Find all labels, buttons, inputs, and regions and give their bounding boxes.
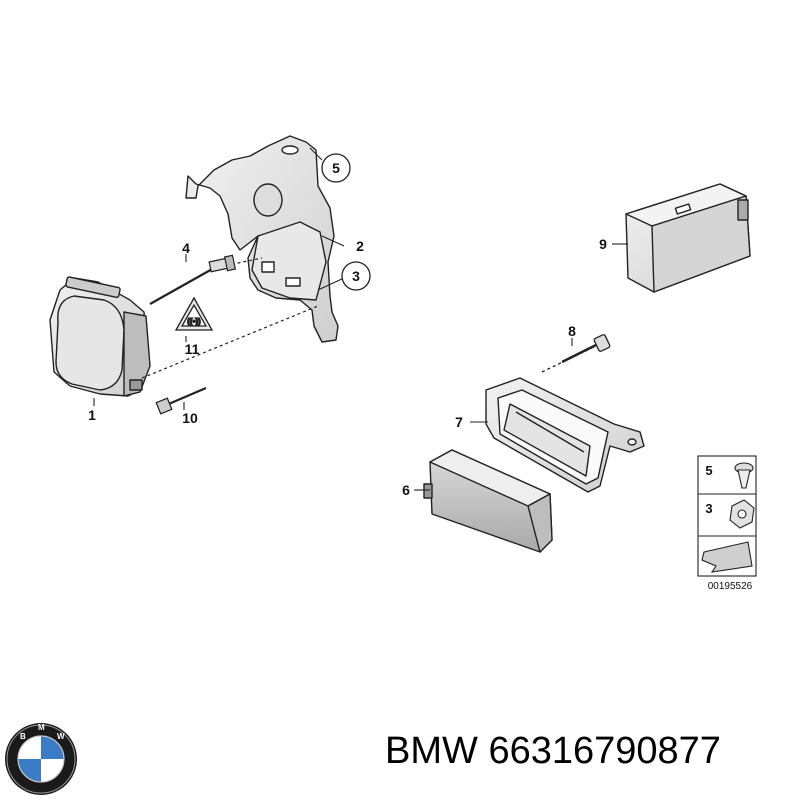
- diagram-number: 00195526: [708, 581, 753, 592]
- svg-text:((•)): ((•)): [187, 317, 201, 326]
- callout-4: 4: [182, 240, 190, 256]
- nut-clip-icon: [729, 499, 755, 529]
- svg-text:M: M: [38, 723, 45, 732]
- holder-frame-7: [485, 377, 645, 493]
- callout-1: 1: [88, 407, 96, 423]
- callout-3: 3: [341, 261, 371, 291]
- svg-text:5: 5: [332, 160, 340, 176]
- callout-5: 5: [321, 153, 351, 183]
- arrow-icon: [701, 541, 753, 573]
- brand-name: BMW: [385, 730, 478, 772]
- sensor-unit: [49, 276, 151, 397]
- rivet-8: [541, 334, 611, 373]
- screw-10: [141, 305, 319, 415]
- callout-11: 11: [185, 341, 200, 357]
- screw-4: [149, 254, 263, 305]
- part-number-caption: BMW 66316790877: [385, 730, 795, 780]
- warning-label-11: ((•)): [174, 296, 214, 331]
- control-module-9: [625, 183, 751, 293]
- svg-text:3: 3: [352, 268, 360, 284]
- callout-8: 8: [568, 323, 576, 339]
- callout-6: 6: [402, 482, 410, 498]
- callout-2: 2: [356, 238, 364, 254]
- svg-text:B: B: [20, 732, 26, 741]
- svg-text:W: W: [57, 732, 65, 741]
- leader-lines: [93, 147, 628, 491]
- part-number: 66316790877: [488, 730, 721, 772]
- callout-10: 10: [182, 410, 198, 426]
- callout-9: 9: [599, 236, 607, 252]
- legend-label-3: 3: [705, 501, 712, 516]
- callout-7: 7: [455, 414, 463, 430]
- mounting-bracket: [185, 135, 339, 343]
- legend-label-5: 5: [705, 463, 712, 478]
- cover-box-6: [423, 449, 553, 553]
- fastener-legend: 5 3: [697, 455, 757, 577]
- screw-icon: [734, 462, 754, 489]
- bmw-logo: B M W: [5, 723, 77, 795]
